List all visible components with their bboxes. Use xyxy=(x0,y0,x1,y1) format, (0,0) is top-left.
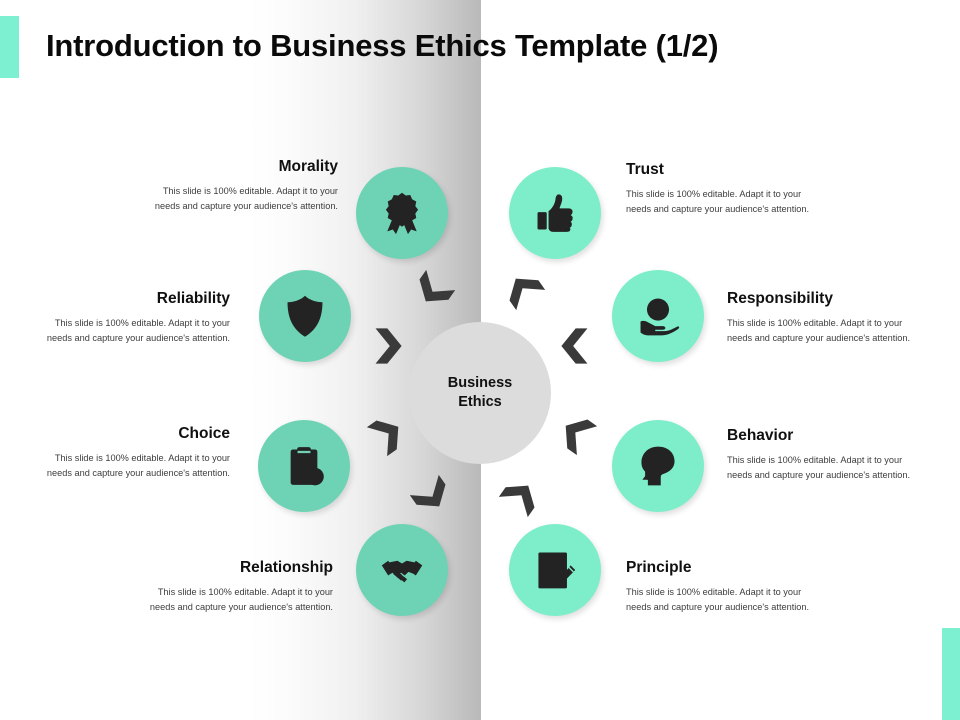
award-ribbon-icon xyxy=(385,192,419,235)
globe-in-hand-icon xyxy=(640,298,680,336)
node-title-principle: Principle xyxy=(626,559,692,576)
thumbs-up-icon xyxy=(537,194,573,232)
icon-circle-morality[interactable] xyxy=(356,167,448,259)
node-description-morality: This slide is 100% editable. Adapt it to… xyxy=(154,186,338,211)
node-title-behavior: Behavior xyxy=(727,427,794,444)
chevron-arrow-icon xyxy=(492,467,550,525)
node-description-responsibility: This slide is 100% editable. Adapt it to… xyxy=(727,318,911,343)
node-text-principle: Principle This slide is 100% editable. A… xyxy=(626,559,826,614)
page-title: Introduction to Business Ethics Template… xyxy=(46,28,719,63)
accent-bar-bottom-right xyxy=(942,628,960,720)
handshake-icon xyxy=(381,560,423,583)
icon-circle-behavior[interactable] xyxy=(612,420,704,512)
node-text-reliability: Reliability This slide is 100% editable.… xyxy=(30,290,230,345)
node-title-trust: Trust xyxy=(626,161,664,178)
chevron-arrow-icon xyxy=(547,404,605,462)
node-title-relationship: Relationship xyxy=(239,559,333,576)
node-description-behavior: This slide is 100% editable. Adapt it to… xyxy=(727,455,911,480)
shield-check-icon xyxy=(287,295,323,337)
node-title-morality: Morality xyxy=(278,158,338,175)
node-title-reliability: Reliability xyxy=(156,290,230,307)
icon-circle-trust[interactable] xyxy=(509,167,601,259)
node-text-responsibility: Responsibility This slide is 100% editab… xyxy=(727,290,927,345)
node-text-choice: Choice This slide is 100% editable. Adap… xyxy=(30,425,230,480)
node-text-trust: Trust This slide is 100% editable. Adapt… xyxy=(626,161,826,216)
node-description-choice: This slide is 100% editable. Adapt it to… xyxy=(46,453,230,478)
chevron-arrow-icon xyxy=(404,262,462,320)
node-description-relationship: This slide is 100% editable. Adapt it to… xyxy=(149,587,333,612)
icon-circle-principle[interactable] xyxy=(509,524,601,616)
icon-circle-reliability[interactable] xyxy=(259,270,351,362)
hub-title-line-1: Business xyxy=(447,374,513,391)
chevron-arrow-icon xyxy=(553,325,595,367)
clipboard-check-icon xyxy=(290,447,324,486)
node-title-choice: Choice xyxy=(178,425,230,442)
node-description-trust: This slide is 100% editable. Adapt it to… xyxy=(626,189,810,214)
chevron-arrow-icon xyxy=(359,405,417,463)
chevron-arrow-icon xyxy=(368,325,410,367)
accent-bar-top-left xyxy=(0,16,19,78)
hub-title-line-2: Ethics xyxy=(458,394,502,410)
icon-circle-choice[interactable] xyxy=(258,420,350,512)
node-text-behavior: Behavior This slide is 100% editable. Ad… xyxy=(727,427,927,482)
icon-circle-responsibility[interactable] xyxy=(612,270,704,362)
node-text-relationship: Relationship This slide is 100% editable… xyxy=(133,559,333,614)
document-pencil-icon xyxy=(538,552,576,589)
node-description-reliability: This slide is 100% editable. Adapt it to… xyxy=(46,318,230,343)
node-description-principle: This slide is 100% editable. Adapt it to… xyxy=(626,587,810,612)
node-text-morality: Morality This slide is 100% editable. Ad… xyxy=(138,158,338,213)
chevron-arrow-icon xyxy=(494,260,552,318)
icon-circle-relationship[interactable] xyxy=(356,524,448,616)
center-hub: Business Ethics xyxy=(409,322,551,464)
chevron-arrow-icon xyxy=(403,467,461,525)
node-title-responsibility: Responsibility xyxy=(727,290,833,307)
head-speech-bubble-icon xyxy=(641,446,675,486)
